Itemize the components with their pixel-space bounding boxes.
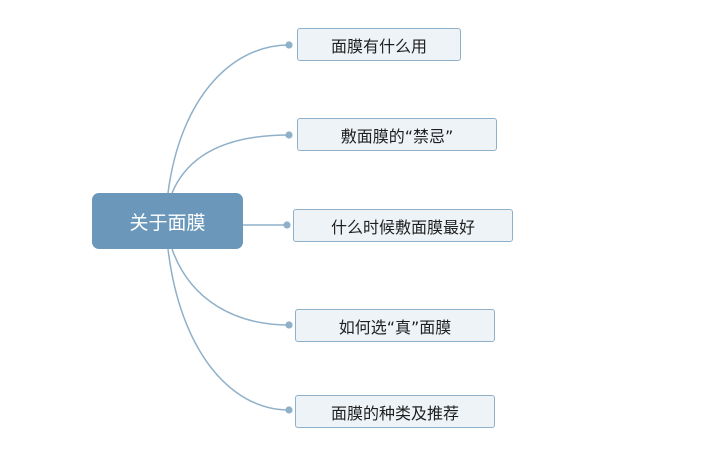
connector-dot-1 — [285, 41, 293, 49]
connector-dot-2 — [285, 131, 293, 139]
topic-label: 敷面膜的“禁忌” — [340, 126, 454, 146]
connector-dot-3 — [283, 221, 291, 229]
connector-4 — [171, 248, 290, 326]
connector-dot-5 — [285, 406, 293, 414]
connector-1 — [167, 44, 290, 194]
topic-label: 面膜的种类及推荐 — [330, 403, 459, 423]
topic-label: 如何选“真”面膜 — [338, 317, 452, 337]
topic-face-mask-uses[interactable]: 面膜有什么用 — [297, 28, 461, 61]
connector-2 — [171, 134, 290, 194]
connector-dot-4 — [285, 321, 293, 329]
connector-5 — [167, 248, 290, 411]
topic-best-time[interactable]: 什么时候敷面膜最好 — [293, 209, 513, 242]
central-topic-label: 关于面膜 — [129, 211, 206, 234]
topic-face-mask-taboos[interactable]: 敷面膜的“禁忌” — [297, 118, 497, 151]
topic-label: 什么时候敷面膜最好 — [330, 217, 475, 237]
topic-choose-real-mask[interactable]: 如何选“真”面膜 — [295, 309, 495, 342]
central-topic[interactable]: 关于面膜 — [92, 193, 243, 249]
topic-label: 面膜有什么用 — [330, 36, 427, 56]
topic-mask-types-recommendations[interactable]: 面膜的种类及推荐 — [295, 395, 495, 428]
